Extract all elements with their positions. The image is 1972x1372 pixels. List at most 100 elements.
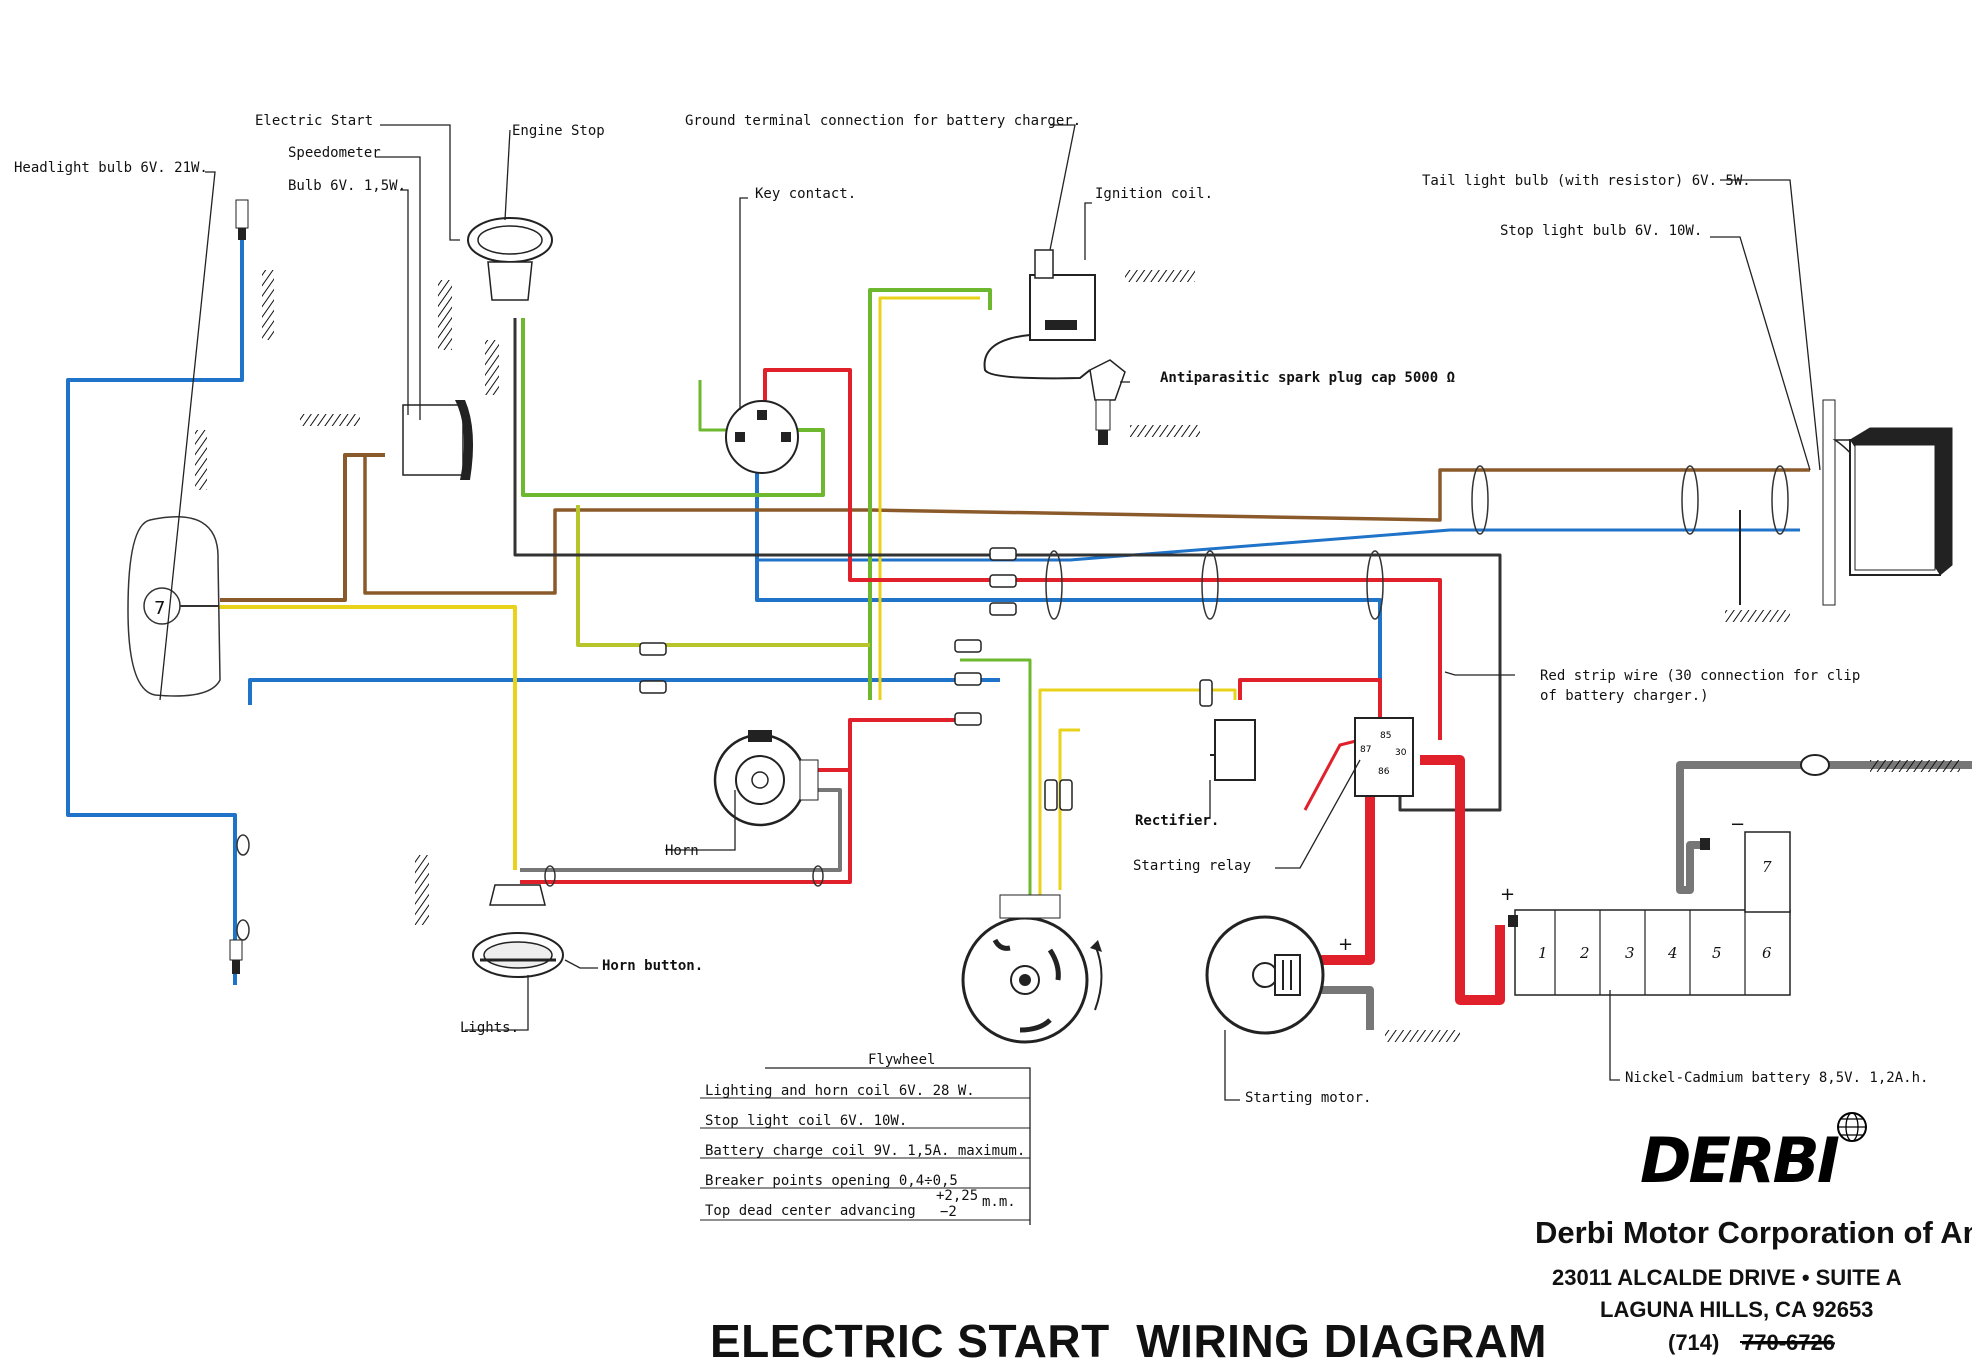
label-starting-relay: Starting relay: [1133, 858, 1251, 874]
wire-green-key: [698, 380, 730, 432]
label-red-strip-1: Red strip wire (30 connection for clip: [1540, 668, 1860, 684]
wire-red-hornbutton: [520, 770, 852, 884]
label-electric-start: Electric Start: [255, 113, 373, 129]
spec-row-2: Stop light coil 6V. 10W.: [705, 1113, 907, 1129]
wire-blue-headlight: [66, 240, 244, 985]
spark-plug-cap: [1089, 359, 1126, 445]
tail-light: [1739, 399, 1953, 606]
diagram-title: ELECTRIC START WIRING DIAGRAM: [710, 1315, 1547, 1367]
wire-blue-key-tail: [755, 470, 1382, 700]
headlight-plug-icon: [229, 199, 249, 974]
spec-row-3: Battery charge coil 9V. 1,5A. maximum.: [705, 1143, 1025, 1159]
label-starter-plus: +: [1338, 934, 1353, 955]
label-red-strip-2: of battery charger.): [1540, 688, 1709, 704]
wire-grey-horn: [520, 788, 842, 872]
company-block: DERBI Derbi Motor Corporation of America…: [1535, 1112, 1972, 1355]
cable-sleeves: [236, 465, 1789, 941]
label-engine-stop: Engine Stop: [512, 123, 605, 139]
wire-brown-headlight: [220, 453, 385, 602]
wire-yellow-coil: [878, 296, 980, 700]
horn: [713, 730, 819, 827]
label-nicad-battery: Nickel-Cadmium battery 8,5V. 1,2A.h.: [1625, 1070, 1928, 1086]
wire-yellow-flywheel: [1038, 688, 1237, 895]
wire-green-flywheel: [960, 658, 1032, 895]
label-ground-terminal: Ground terminal connection for battery c…: [685, 113, 1081, 129]
wire-red-horn: [817, 718, 960, 772]
spec-header: Flywheel: [868, 1052, 935, 1068]
spec-row-5: Top dead center advancing: [705, 1203, 916, 1219]
starting-motor: [1205, 915, 1325, 1035]
svg-text:30: 30: [1395, 748, 1407, 758]
label-tail-light: Tail light bulb (with resistor) 6V. 5W.: [1422, 173, 1751, 189]
label-horn: Horn: [665, 843, 699, 859]
company-phone-prefix: (714): [1668, 1330, 1719, 1355]
label-rectifier: Rectifier.: [1135, 813, 1219, 829]
battery-cell-6: 6: [1762, 944, 1772, 962]
label-key-contact: Key contact.: [755, 186, 856, 202]
wire-green-coil: [868, 288, 992, 700]
battery-cell-2: 2: [1579, 944, 1590, 962]
svg-text:7: 7: [154, 598, 165, 619]
wire-red-starter: [1318, 760, 1375, 965]
wire-brown-long: [363, 455, 1810, 595]
starting-relay: 85 87 30 86: [1354, 717, 1414, 797]
label-stop-light: Stop light bulb 6V. 10W.: [1500, 223, 1702, 239]
derbi-logo: DERBI: [1640, 1124, 1839, 1197]
svg-text:87: 87: [1360, 745, 1371, 755]
engine-stop-switch: [467, 217, 553, 301]
company-name: Derbi Motor Corporation of America: [1535, 1215, 1972, 1250]
ground-symbols: [195, 270, 1960, 1042]
label-speedometer: Speedometer: [288, 145, 381, 161]
battery-cell-5: 5: [1712, 944, 1722, 962]
battery-cell-numbers: 1 2 3 4 5 6 7: [1538, 858, 1772, 962]
label-horn-button: Horn button.: [602, 958, 703, 974]
ignition-coil: [983, 249, 1096, 380]
horn-button-switch: [472, 884, 564, 978]
wire-green-stop-key: [521, 318, 825, 497]
wire-black-stop: [513, 318, 1502, 812]
globe-icon: [1837, 1112, 1867, 1142]
svg-text:85: 85: [1380, 731, 1391, 741]
spec-advance-unit: m.m.: [982, 1194, 1016, 1210]
battery: [1508, 754, 1830, 996]
wire-grey-starter-gnd: [1318, 986, 1374, 1030]
spec-row-1: Lighting and horn coil 6V. 28 W.: [705, 1083, 975, 1099]
wire-yellow-down: [215, 605, 517, 870]
wire-red-battery: [1420, 755, 1505, 1005]
flywheel-spec-table: Flywheel Lighting and horn coil 6V. 28 W…: [700, 1052, 1031, 1225]
battery-cell-3: 3: [1625, 944, 1635, 962]
labels: Headlight bulb 6V. 21W. Electric Start S…: [14, 113, 1928, 1106]
spec-advance-plus: +2,25: [936, 1188, 978, 1204]
wire-blue-tail: [755, 528, 1800, 600]
wire-yellow-rectifier: [1058, 728, 1080, 890]
battery-cell-1: 1: [1538, 944, 1548, 962]
label-ignition-coil: Ignition coil.: [1095, 186, 1213, 202]
wire-grey-battery-neg: [1676, 761, 1972, 894]
label-speedo-bulb: Bulb 6V. 1,5W.: [288, 178, 406, 194]
label-battery-plus: +: [1500, 884, 1515, 905]
wire-blue-lower: [248, 678, 1000, 705]
battery-cell-4: 4: [1667, 944, 1678, 962]
label-battery-minus: −: [1730, 814, 1745, 835]
key-contact: [725, 400, 799, 474]
wire-green-key-branch: [576, 505, 870, 647]
connectors: [639, 547, 1213, 811]
label-lights: Lights.: [460, 1020, 519, 1036]
leader-lines: [159, 124, 1821, 1101]
spec-advance-minus: −2: [940, 1204, 957, 1220]
battery-cell-7: 7: [1762, 858, 1772, 876]
headlight: 7: [127, 516, 221, 697]
flywheel: [961, 894, 1103, 1044]
speedometer: [402, 400, 474, 480]
company-address-1: 23011 ALCALDE DRIVE • SUITE A: [1552, 1265, 1902, 1290]
company-address-2: LAGUNA HILLS, CA 92653: [1600, 1297, 1873, 1322]
label-spark-plug-cap: Antiparasitic spark plug cap 5000 Ω: [1160, 370, 1455, 386]
wire-red-key: [763, 368, 1442, 740]
wire-red-rectifier: [1238, 678, 1382, 720]
label-headlight-bulb: Headlight bulb 6V. 21W.: [14, 160, 208, 176]
spec-row-4: Breaker points opening 0,4÷0,5: [705, 1173, 958, 1189]
svg-text:86: 86: [1378, 767, 1390, 777]
rectifier: [1210, 719, 1256, 781]
label-starting-motor: Starting motor.: [1245, 1090, 1371, 1106]
